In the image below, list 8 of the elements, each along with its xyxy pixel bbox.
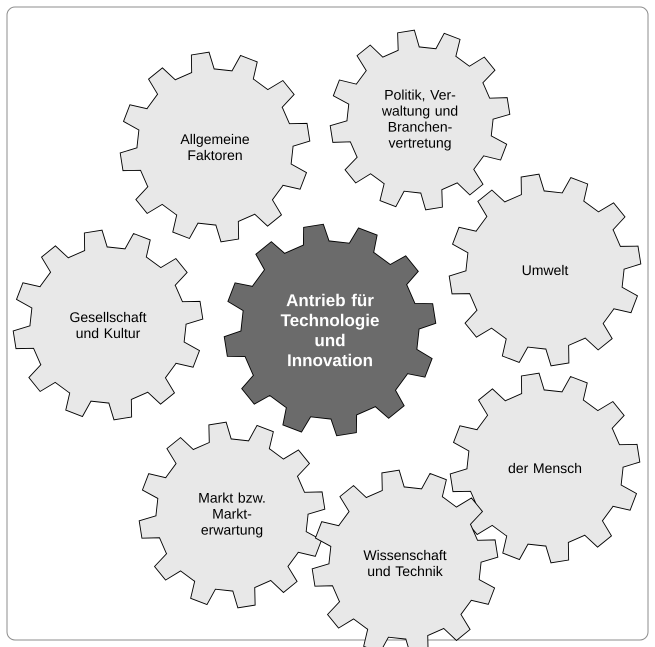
gear: Antrieb für Technologie und Innovation bbox=[224, 224, 436, 436]
gear: Wissenschaft und Technik bbox=[312, 470, 498, 647]
gear: Umwelt bbox=[448, 174, 642, 366]
gear: Politik, Ver- waltung und Branchen- vertretung bbox=[330, 30, 510, 210]
gear: Gesellschaft und Kultur bbox=[12, 230, 204, 420]
gear: Allgemeine Faktoren bbox=[120, 52, 310, 242]
gear: der Mensch bbox=[450, 372, 640, 564]
gear: Markt bzw. Markt- erwartung bbox=[138, 422, 326, 608]
